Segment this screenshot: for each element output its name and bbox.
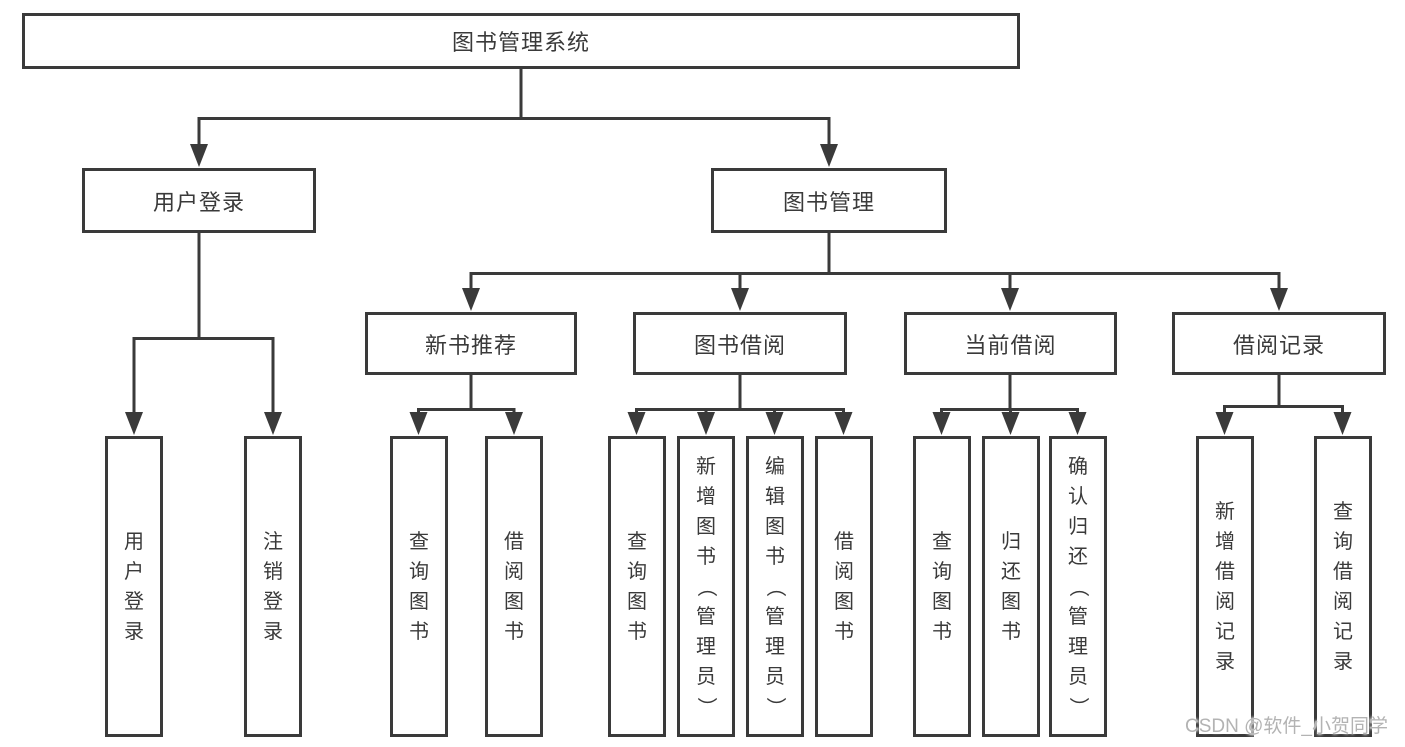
node-label: 用户登录 (124, 530, 144, 643)
node-label: 编辑图书（管理员） (764, 455, 786, 717)
node-book-borrow: 图书借阅 (633, 312, 847, 375)
leaf-borrow-borrow-books: 借阅图书 (815, 436, 873, 737)
arrow-down-icon (834, 412, 853, 435)
node-book-management: 图书管理 (711, 168, 947, 233)
leaf-current-confirm-return-admin: 确认归还（管理员） (1049, 436, 1107, 737)
arrow-down-icon (1068, 412, 1087, 435)
node-new-book-recommend: 新书推荐 (365, 312, 577, 375)
leaf-borrow-edit-book-admin: 编辑图书（管理员） (746, 436, 804, 737)
node-label: 查询借阅记录 (1333, 500, 1353, 673)
leaf-logout: 注销登录 (244, 436, 302, 737)
arrow-down-icon (125, 412, 143, 435)
arrow-down-icon (1270, 288, 1288, 311)
node-label: 图书管理 (782, 189, 875, 215)
node-label: 确认归还（管理员） (1067, 455, 1089, 717)
leaf-newbook-borrow-books: 借阅图书 (485, 436, 543, 737)
node-borrow-records: 借阅记录 (1172, 312, 1386, 375)
leaf-current-return-books: 归还图书 (982, 436, 1040, 737)
arrow-down-icon (409, 412, 428, 435)
leaf-user-login: 用户登录 (105, 436, 163, 737)
leaf-records-add-record: 新增借阅记录 (1196, 436, 1254, 737)
arrow-down-icon (1001, 288, 1019, 311)
arrow-down-icon (505, 412, 523, 435)
node-label: 注销登录 (263, 530, 283, 643)
node-user-login: 用户登录 (82, 168, 316, 233)
leaf-borrow-query-books: 查询图书 (608, 436, 666, 737)
leaf-records-query-record: 查询借阅记录 (1314, 436, 1372, 737)
arrow-down-icon (264, 412, 282, 435)
leaf-newbook-query-books: 查询图书 (390, 436, 448, 737)
arrow-down-icon (932, 412, 951, 435)
arrow-down-icon (1333, 412, 1352, 435)
node-label: 图书借阅 (693, 332, 786, 358)
leaf-current-query-books: 查询图书 (913, 436, 971, 737)
node-label: 当前借阅 (964, 332, 1057, 358)
node-label: 查询图书 (627, 530, 647, 643)
node-label: 借阅图书 (504, 530, 524, 643)
node-label: 归还图书 (1001, 530, 1021, 643)
node-label: 新增借阅记录 (1215, 500, 1235, 673)
node-current-borrow: 当前借阅 (904, 312, 1117, 375)
node-label: 借阅记录 (1232, 332, 1325, 358)
arrow-down-icon (731, 288, 749, 311)
arrow-down-icon (1215, 412, 1234, 435)
node-label: 查询图书 (932, 530, 952, 643)
node-root-system: 图书管理系统 (22, 13, 1020, 69)
node-label: 借阅图书 (834, 530, 854, 643)
leaf-borrow-add-book-admin: 新增图书（管理员） (677, 436, 735, 737)
arrow-down-icon (697, 412, 715, 435)
csdn-watermark: CSDN @软件_小贺同学 (1185, 716, 1388, 737)
node-label: 查询图书 (409, 530, 429, 643)
arrow-down-icon (1001, 412, 1020, 435)
node-label: 新书推荐 (424, 332, 517, 358)
arrow-down-icon (765, 412, 784, 435)
arrow-down-icon (820, 144, 838, 167)
node-label: 新增图书（管理员） (695, 455, 717, 717)
arrow-down-icon (190, 144, 208, 167)
node-label: 用户登录 (152, 189, 245, 215)
node-label: 图书管理系统 (451, 30, 590, 55)
arrow-down-icon (627, 412, 646, 435)
arrow-down-icon (462, 288, 480, 311)
